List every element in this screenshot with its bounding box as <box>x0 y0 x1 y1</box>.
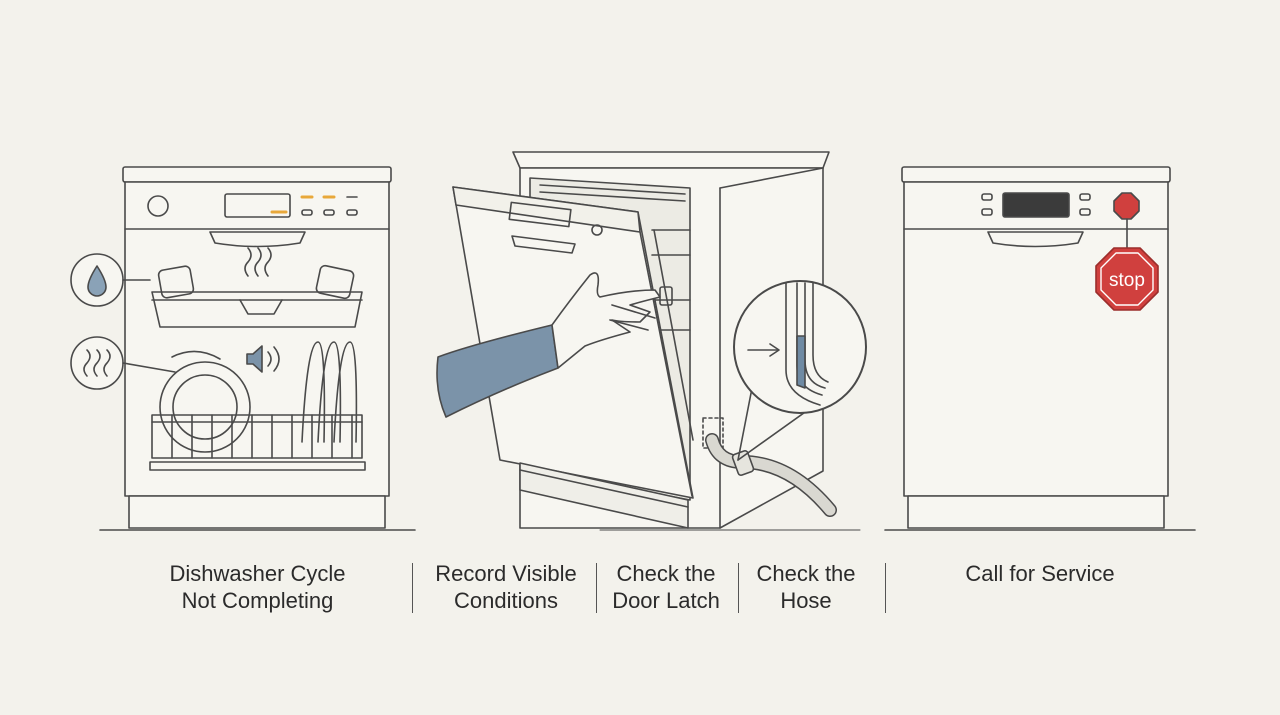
water-drop-icon <box>70 253 151 307</box>
display-panel-off <box>1002 192 1070 218</box>
caption-check-hose: Check the Hose <box>742 560 870 614</box>
power-knob <box>147 195 169 217</box>
door-display <box>508 201 572 228</box>
caption-divider <box>885 563 886 613</box>
caption-cycle-not-completing: Dishwasher Cycle Not Completing <box>140 560 375 614</box>
caption-line: Door Latch <box>612 588 720 613</box>
drain-hose <box>702 417 837 517</box>
lower-rack <box>149 341 366 471</box>
dishwasher-open-racks <box>99 166 416 531</box>
caption-line: Check the <box>616 561 716 586</box>
caption-check-door-latch: Check the Door Latch <box>600 560 732 614</box>
caption-line: Hose <box>780 588 832 613</box>
dishwasher-closed <box>884 166 1196 531</box>
caption-line: Not Completing <box>181 588 334 613</box>
caption-divider <box>596 563 597 613</box>
stop-sign-label: stop <box>1109 270 1145 291</box>
caption-call-for-service: Call for Service <box>930 560 1150 587</box>
caption-line: Check the <box>756 561 856 586</box>
caption-divider <box>412 563 413 613</box>
sound-icon <box>246 345 280 373</box>
upper-rack <box>151 247 363 328</box>
control-buttons <box>300 195 358 216</box>
door-handle <box>209 231 306 248</box>
caption-line: Record Visible <box>435 561 577 586</box>
caption-line: Conditions <box>454 588 558 613</box>
door-handle <box>987 231 1084 248</box>
hand-on-door <box>436 272 661 418</box>
caption-line: Call for Service <box>965 561 1115 586</box>
display-panel <box>224 193 291 218</box>
caption-divider <box>738 563 739 613</box>
steam-icon <box>70 336 176 390</box>
caption-record-conditions: Record Visible Conditions <box>420 560 592 614</box>
caption-line: Dishwasher Cycle <box>169 561 346 586</box>
stop-sign-icon <box>1095 192 1159 311</box>
magnifier-callout <box>733 280 867 461</box>
